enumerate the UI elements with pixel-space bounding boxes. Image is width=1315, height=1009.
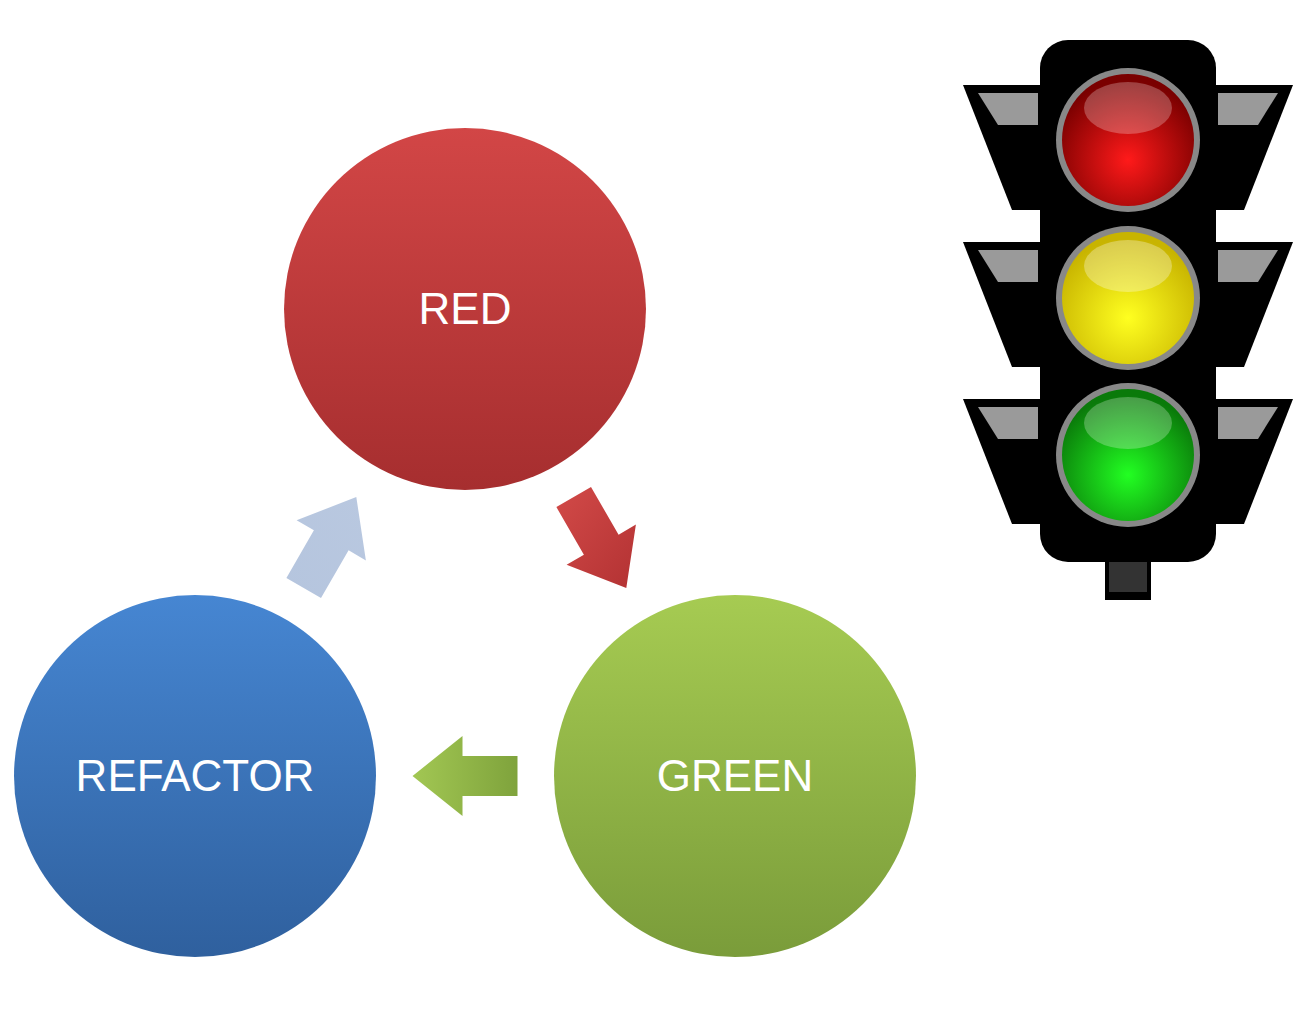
- stage-circle: RED: [284, 128, 646, 490]
- light-visor: [1214, 399, 1293, 524]
- visor-stripe: [978, 407, 1038, 439]
- stage-circle: GREEN: [554, 595, 916, 957]
- block-arrow: [286, 497, 366, 598]
- stage-label: RED: [419, 285, 512, 333]
- light-visor: [1214, 242, 1293, 367]
- stage-circle: REFACTOR: [14, 595, 376, 957]
- light-visor: [963, 242, 1042, 367]
- light-visor: [1214, 85, 1293, 210]
- visor-stripe: [1218, 407, 1278, 439]
- visor-stripe: [978, 250, 1038, 282]
- stage-label: REFACTOR: [76, 752, 315, 800]
- light-visor: [963, 85, 1042, 210]
- block-arrow: [556, 487, 636, 588]
- visor-stripe: [978, 93, 1038, 125]
- stage-label: GREEN: [657, 752, 813, 800]
- block-arrow: [413, 736, 518, 816]
- visor-stripe: [1218, 93, 1278, 125]
- visor-stripe: [1218, 250, 1278, 282]
- light-visor: [963, 399, 1042, 524]
